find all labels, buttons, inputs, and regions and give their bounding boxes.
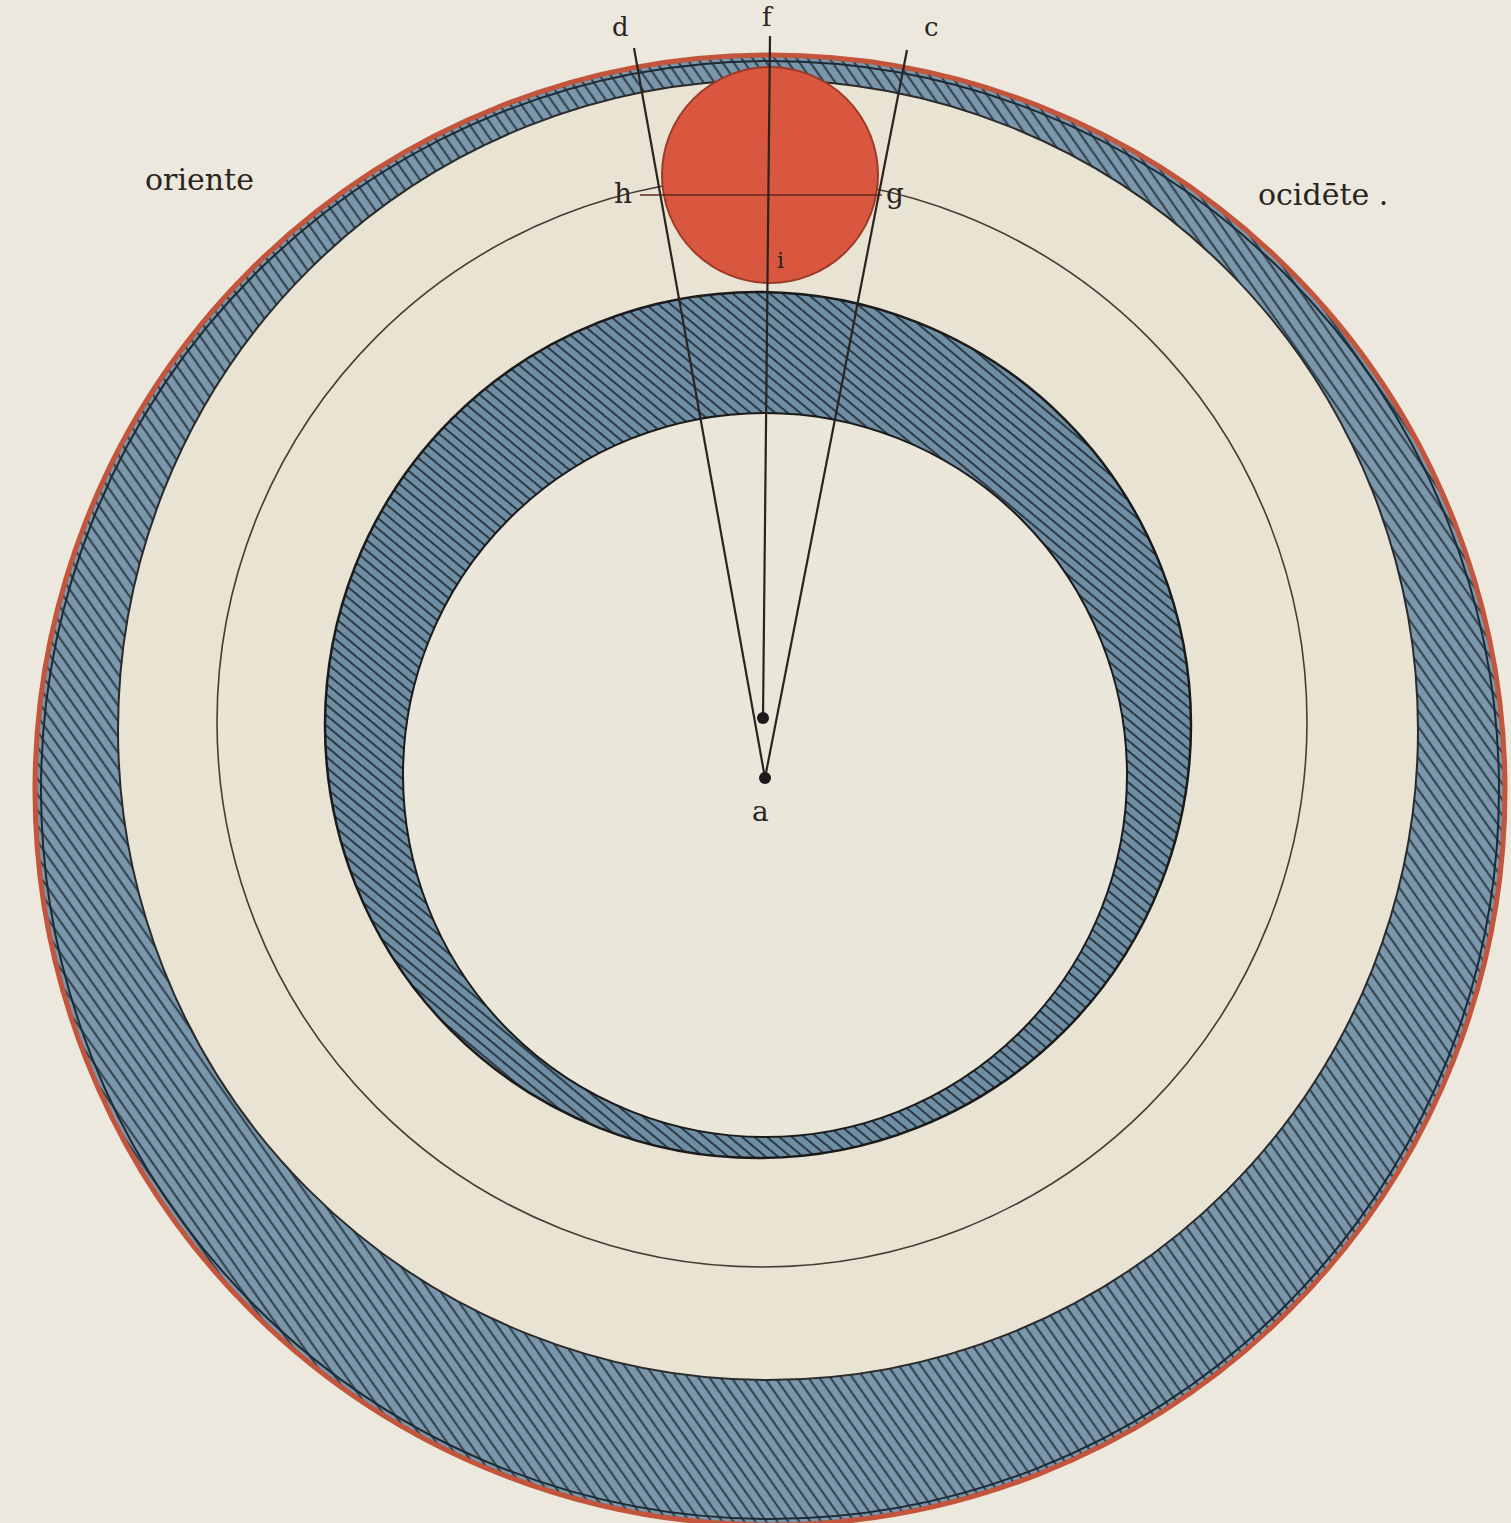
outer-sphere-band xyxy=(35,55,1505,1523)
center-dot xyxy=(759,772,771,784)
point-letter: h xyxy=(614,180,632,208)
outer-red-rim xyxy=(35,55,1505,1523)
point-letter: g xyxy=(886,180,904,208)
point-letter: a xyxy=(752,798,769,826)
point-letter: i xyxy=(777,250,784,272)
direction-label: ocidēte . xyxy=(1258,180,1388,210)
thin-circle xyxy=(217,177,1307,1267)
point-letter: c xyxy=(924,14,939,40)
center-dot xyxy=(757,712,769,724)
direction-label: oriente xyxy=(145,165,254,195)
sight-line xyxy=(763,36,770,718)
sight-line xyxy=(765,50,907,778)
inner-sphere-band xyxy=(325,292,1191,1158)
sight-line xyxy=(634,48,765,778)
point-letter: f xyxy=(762,4,772,30)
point-letter: d xyxy=(612,14,629,40)
